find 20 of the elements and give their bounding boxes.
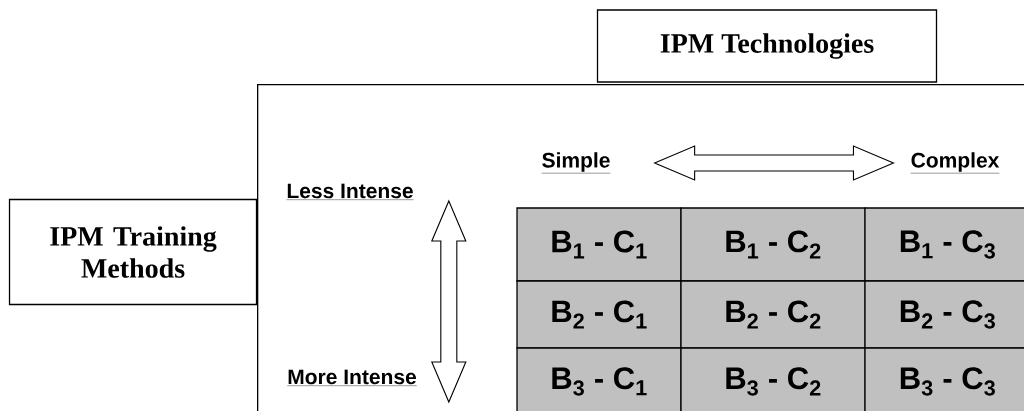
axis-label: Less Intense [286,183,414,200]
grid-cell: B$_{3}$ - C$_{2}$ [680,347,866,411]
grid-cell: B$_{2}$ - C$_{2}$ [680,280,866,349]
title-box: IPM Technologies [596,9,938,83]
node-label: B$_{3}$ - C$_{1}$ [552,367,647,396]
axis-label: More Intense [287,369,417,386]
grid-cell: B$_{3}$ - C$_{3}$ [864,347,1024,411]
grid-cell: B$_{1}$ - C$_{1}$ [516,207,682,282]
axis-label: Simple [541,152,611,174]
node-label: B$_{3}$ - C$_{2}$ [726,367,821,396]
grid-cell: B$_{2}$ - C$_{3}$ [864,280,1024,349]
node-label: B$_{1}$ - C$_{3}$ [900,230,995,259]
grid-cell: B$_{3}$ - C$_{1}$ [516,347,682,411]
grid-cell: B$_{1}$ - C$_{2}$ [680,207,866,282]
node-label: B$_{2}$ - C$_{3}$ [900,300,995,329]
axis-label: Complex [910,152,1000,174]
grid-cell: B$_{1}$ - C$_{3}$ [864,207,1024,282]
grid-cell: B$_{2}$ - C$_{1}$ [516,280,682,349]
panel-frame [257,84,1024,411]
label-box: IPM Training Methods [8,198,258,306]
